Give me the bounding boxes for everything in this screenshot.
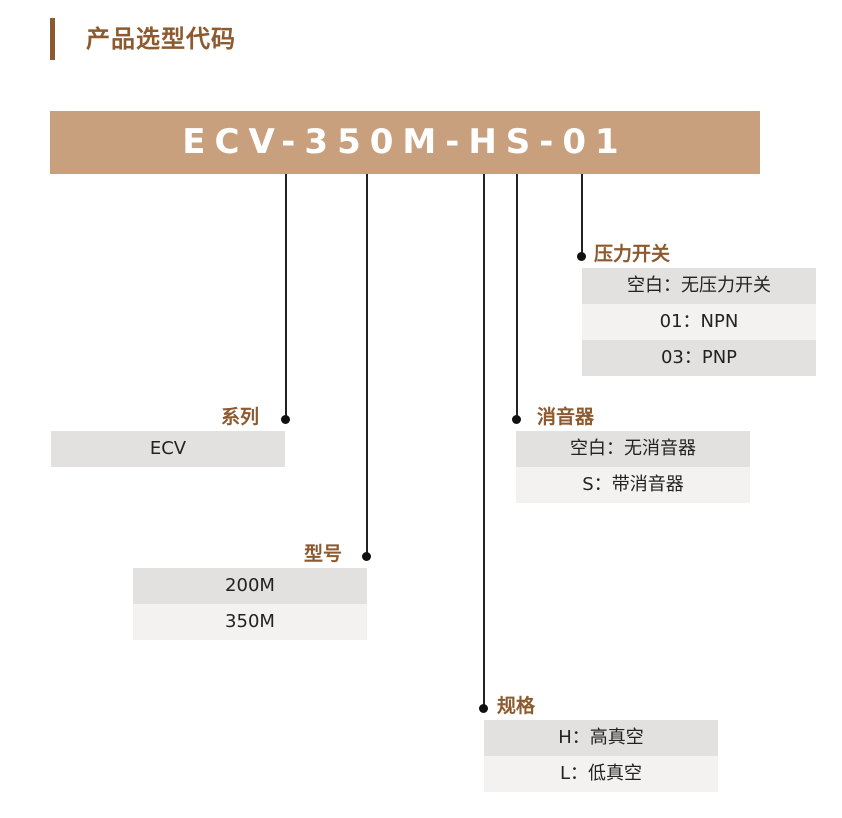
- model-option-2: 350M: [133, 604, 367, 640]
- muffler-option-2: S：带消音器: [516, 467, 750, 503]
- connector-model: [366, 174, 368, 556]
- pressure-switch-option-1: 空白：无压力开关: [582, 268, 816, 304]
- page-title: 产品选型代码: [86, 25, 236, 53]
- connector-pressure-switch: [581, 174, 583, 256]
- muffler-option-1: 空白：无消音器: [516, 431, 750, 467]
- title-accent-bar: [50, 18, 55, 60]
- spec-option-2: L：低真空: [484, 756, 718, 792]
- connector-dot-muffler: [512, 415, 521, 424]
- connector-dot-series: [281, 415, 290, 424]
- model-title: 型号: [304, 543, 343, 565]
- series-option-1: ECV: [51, 431, 285, 467]
- connector-spec: [483, 174, 485, 708]
- pressure-switch-option-3: 03：PNP: [582, 340, 816, 376]
- spec-option-1: H：高真空: [484, 720, 718, 756]
- spec-title: 规格: [497, 695, 536, 717]
- pressure-switch-option-2: 01：NPN: [582, 304, 816, 340]
- pressure-switch-title: 压力开关: [594, 243, 671, 265]
- connector-dot-spec: [479, 704, 488, 713]
- series-title: 系列: [221, 406, 260, 428]
- model-code-bar: ECV-350M-HS-01: [50, 111, 760, 174]
- model-option-1: 200M: [133, 568, 367, 604]
- connector-dot-model: [362, 552, 371, 561]
- muffler-title: 消音器: [537, 406, 595, 428]
- connector-series: [285, 174, 287, 419]
- connector-dot-pressure-switch: [577, 252, 586, 261]
- connector-muffler: [516, 174, 518, 419]
